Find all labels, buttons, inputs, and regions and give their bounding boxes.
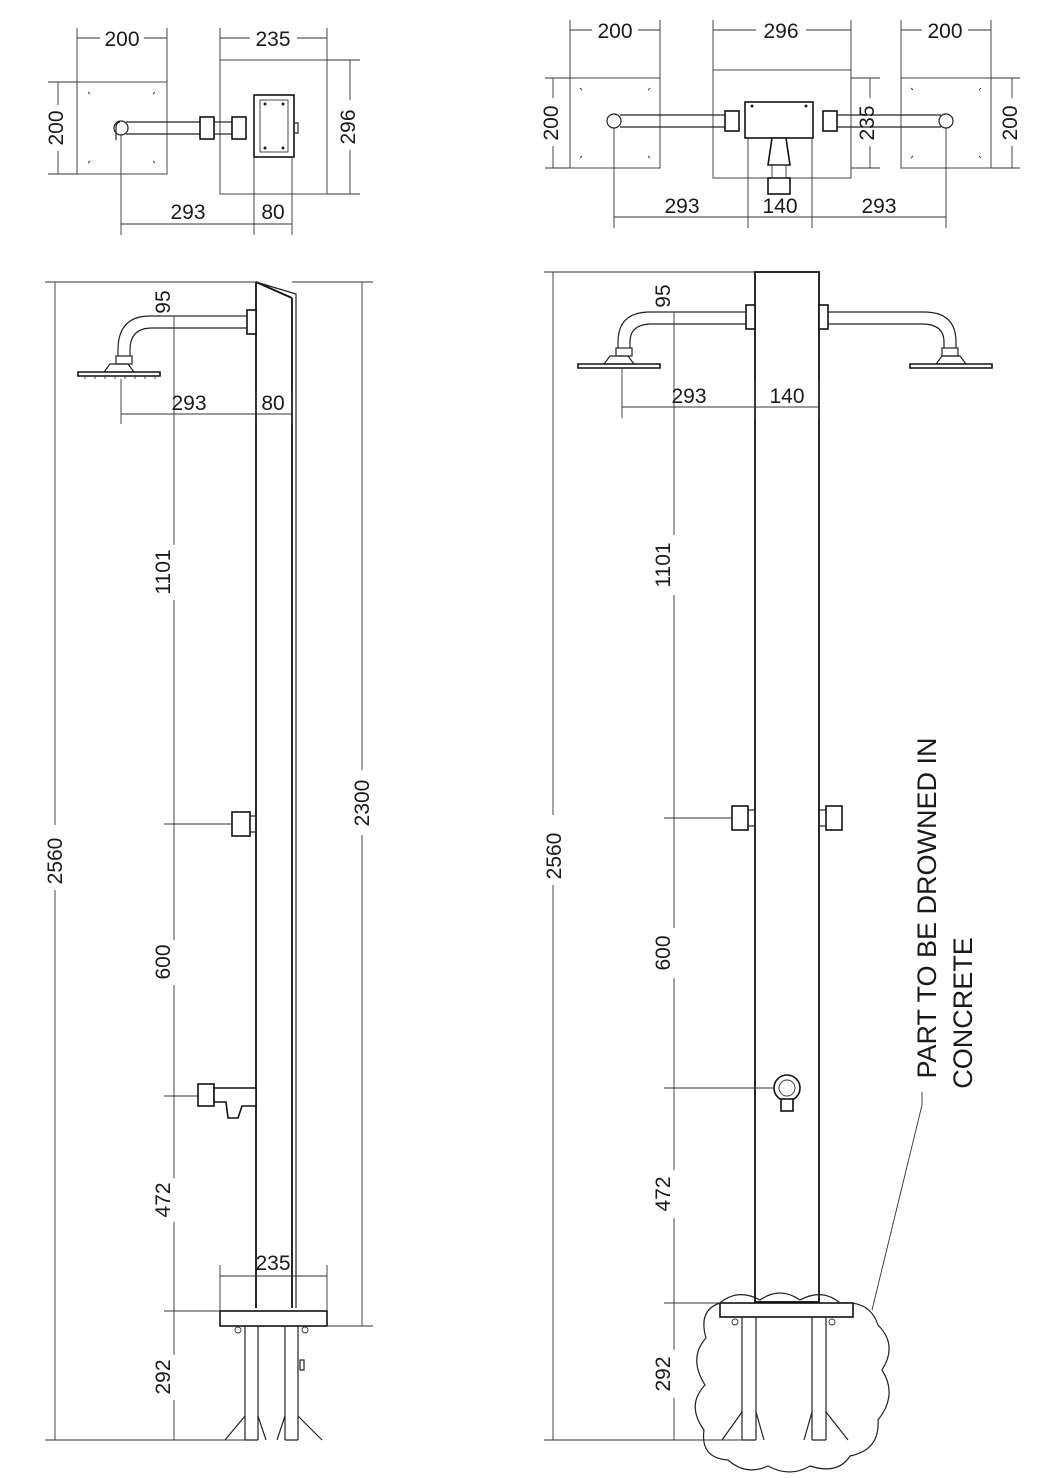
anchor-legs [741,1317,827,1441]
dim-head-to-valve: 1101 [152,549,175,594]
dim-valve-to-tap: 600 [152,944,175,979]
dim-total: 2560 [543,833,566,880]
right-valve-connector [825,805,843,831]
shower-column [255,281,293,1308]
tap-body [213,1087,257,1119]
dim-center-height: 235 [856,105,879,140]
left-shower-arm [617,311,746,348]
tap-front [773,1074,801,1102]
dim-head-to-valve: 1101 [652,542,675,587]
top-left-plan-view: 200 235 200 296 293 80 [45,28,360,235]
dim-base-height: 296 [337,109,360,144]
dim-left-plate-height: 200 [540,105,563,140]
dim-column: 140 [769,385,804,408]
right-elevation-view: 2560 95 293 140 1101 600 472 292 PART TO… [543,271,993,1473]
top-right-plan-view: 200 296 200 200 235 200 293 140 293 [540,20,1022,228]
dim-arm: 293 [171,392,206,415]
concrete-note-line2: CONCRETE [948,937,978,1089]
left-wall-plate [569,77,661,169]
arm-coupling [199,116,215,140]
dim-arm: 293 [671,385,706,408]
shower-column [754,271,820,1303]
left-valve-connector [731,805,749,831]
tap-body [767,137,791,166]
shower-arm [115,121,202,140]
base-plate [719,1302,854,1318]
dim-right-plate-height: 200 [999,105,1022,140]
anchor-legs [244,1326,299,1441]
note-leader [871,1092,923,1311]
dim-left-plate: 200 [597,20,632,43]
dim-column: 140 [762,195,797,218]
dim-total: 2560 [44,838,67,885]
dim-plate-height: 200 [45,110,68,145]
shower-arm [117,315,247,356]
dim-column: 80 [261,201,284,224]
dim-arm: 293 [170,201,205,224]
dim-right-plate: 200 [927,20,962,43]
dim-tap-to-base: 472 [652,1176,675,1211]
valve-connector [231,811,251,837]
dim-base: 235 [255,1252,290,1275]
dim-arm-left: 293 [664,195,699,218]
base-plate [219,1310,328,1327]
tap-connector [197,1083,215,1107]
concrete-note-line1: PART TO BE DROWNED IN [912,737,942,1078]
column-section [744,101,814,139]
dim-tap-to-base: 472 [152,1182,175,1217]
dim-top: 95 [152,290,175,313]
dim-arm-right: 293 [861,195,896,218]
dim-foundation: 292 [152,1359,175,1394]
dim-center: 296 [763,20,798,43]
dim-top: 95 [652,284,675,307]
right-shower-arm [828,311,957,348]
left-elevation-view: 2560 2300 95 293 80 1101 600 472 235 292 [44,281,374,1441]
dim-plate-width: 200 [104,28,139,51]
concrete-outline [694,1292,890,1473]
dim-valve-to-tap: 600 [652,935,675,970]
dim-column: 80 [261,392,284,415]
dim-foundation: 292 [652,1356,675,1391]
dim-above-ground: 2300 [351,780,374,827]
dim-base-width: 235 [255,28,290,51]
wall-plate [76,81,168,175]
